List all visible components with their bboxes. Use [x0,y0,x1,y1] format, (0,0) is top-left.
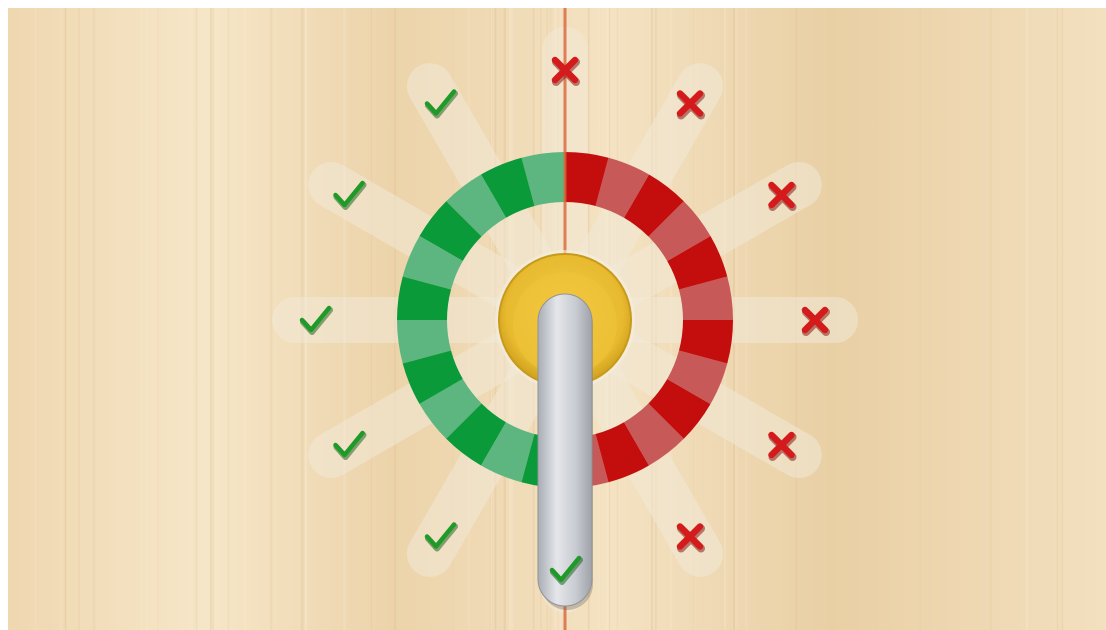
wood-grain [35,8,36,630]
wood-grain [202,8,203,630]
window-handle [538,294,593,610]
handle-lever [538,294,593,610]
wood-grain [244,8,245,630]
wood-grain [920,8,921,630]
wood-grain [213,8,214,630]
wood-grain [60,8,62,630]
wood-grain [141,8,143,630]
wood-grain [78,8,79,630]
wood-grain [990,8,992,630]
wood-grain [1062,8,1064,630]
wood-grain [145,8,147,630]
wood-grain [65,8,66,630]
wood-grain [1057,8,1058,630]
wood-grain [93,8,96,630]
wood-grain [193,8,194,630]
wood-grain [228,8,230,630]
wood-grain [876,8,877,630]
handle-position-dial [8,8,1106,630]
wood-grain [1026,8,1028,630]
wood-grain [157,8,158,630]
wood-grain [195,8,198,630]
wood-grain [210,8,212,630]
handle-bar [538,294,592,606]
window-handle-diagram [8,8,1106,630]
